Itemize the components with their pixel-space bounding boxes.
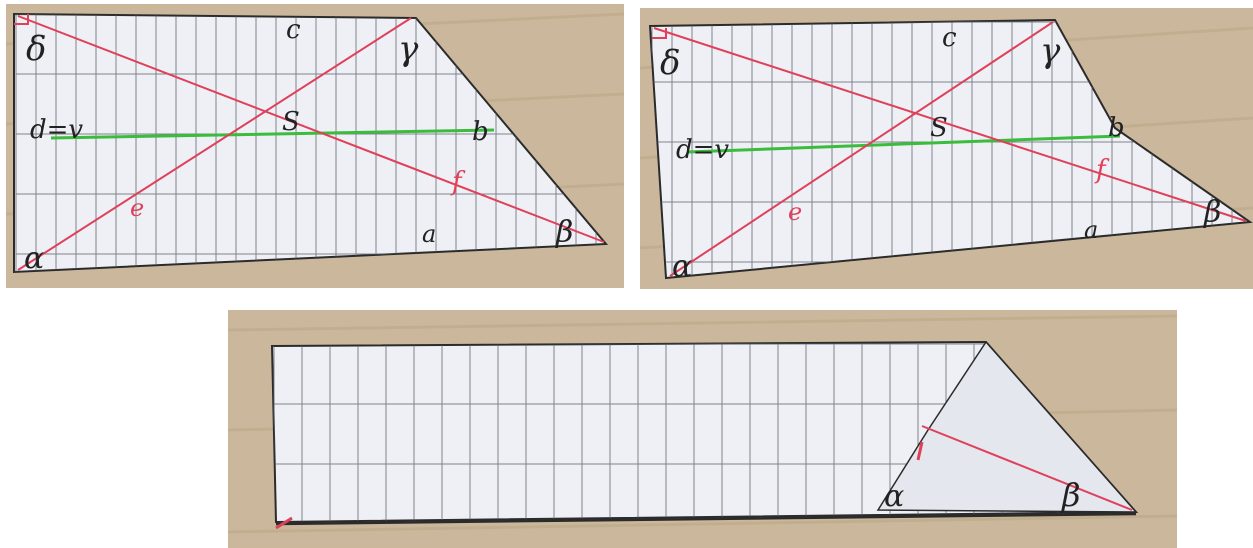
trapezoid-photo-folded: α β xyxy=(228,310,1177,548)
label-d-eq-v: d=v xyxy=(676,135,729,165)
paper-trapezoid xyxy=(13,12,609,274)
alpha-diagonal-end xyxy=(275,516,293,530)
diagonal-e xyxy=(17,17,412,271)
label-delta: δ xyxy=(26,29,46,69)
label-e: e xyxy=(130,194,144,222)
diagonal-f xyxy=(653,27,1247,222)
folded-flap xyxy=(876,340,1138,513)
paper-trapezoid xyxy=(648,18,1253,280)
trapezoid-photo-unfolded: δ c γ d=v S b e f a β α xyxy=(6,4,624,288)
diagonal-f xyxy=(17,15,605,243)
photo-1-drawing: δ c γ d=v S b e f a β α xyxy=(6,4,624,288)
label-e: e xyxy=(788,198,802,226)
midline-green xyxy=(50,128,495,140)
label-alpha: α xyxy=(672,249,692,284)
label-gamma: γ xyxy=(1040,31,1061,71)
bottom-edge xyxy=(275,512,1137,526)
label-s: S xyxy=(282,107,300,137)
photo-2-drawing: δ c γ d=v S b e f a β α xyxy=(640,8,1253,289)
label-beta: β xyxy=(1203,195,1221,230)
label-alpha: α xyxy=(884,479,904,514)
label-delta: δ xyxy=(660,43,680,83)
diagonal-f xyxy=(921,425,1133,511)
photo-3-drawing: α β xyxy=(228,310,1177,548)
right-angle-mark xyxy=(652,28,667,39)
label-c: c xyxy=(286,15,301,45)
label-alpha: α xyxy=(24,241,44,276)
label-gamma: γ xyxy=(398,29,419,69)
diagonal-e xyxy=(669,21,1054,277)
midline-green xyxy=(687,134,1121,154)
label-a: a xyxy=(1084,216,1098,244)
label-s: S xyxy=(930,113,948,143)
f-mark xyxy=(916,441,924,461)
trapezoid-photo-bent: δ c γ d=v S b e f a β α xyxy=(640,8,1253,289)
label-d-eq-v: d=v xyxy=(30,115,83,145)
label-beta: β xyxy=(1061,476,1081,514)
label-b: b xyxy=(472,117,489,147)
right-angle-mark xyxy=(14,14,29,25)
label-beta: β xyxy=(555,215,573,250)
label-b: b xyxy=(1108,113,1125,143)
label-c: c xyxy=(942,23,957,53)
label-a: a xyxy=(422,220,436,248)
